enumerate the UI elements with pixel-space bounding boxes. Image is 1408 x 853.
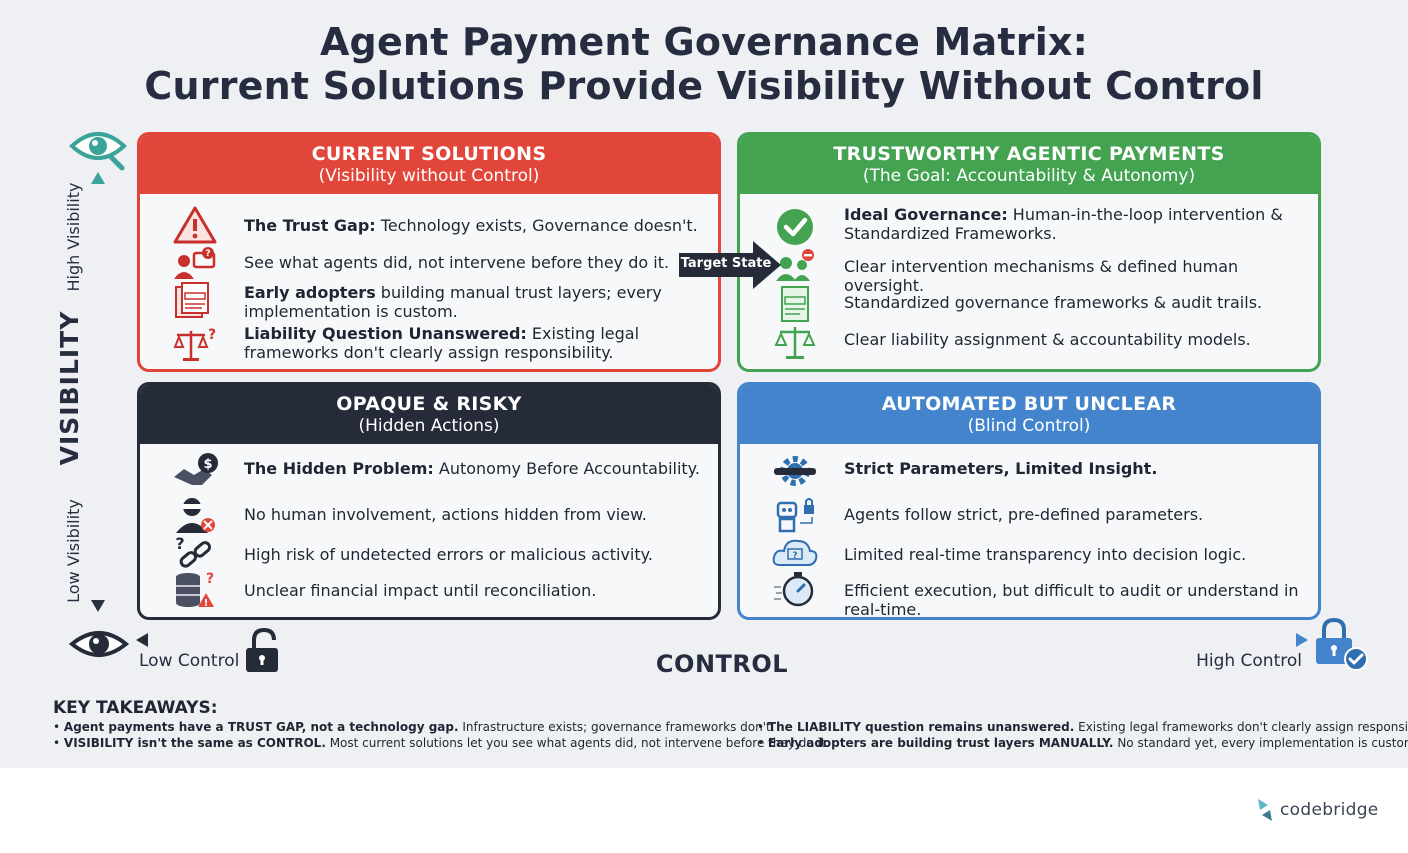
list-item: Ideal Governance: Human-in-the-loop inte…	[740, 203, 1318, 249]
locked-padlock-check-icon	[1316, 618, 1368, 671]
svg-text:?: ?	[208, 327, 216, 343]
key-takeaways-heading: KEY TAKEAWAYS:	[53, 698, 218, 718]
list-item: Early adopters building manual trust lay…	[140, 281, 718, 323]
unlocked-padlock-icon	[246, 628, 278, 672]
stopwatch-icon	[774, 572, 814, 607]
list-item-text: High risk of undetected errors or malici…	[244, 545, 653, 564]
list-item-text: Clear liability assignment & accountabil…	[844, 330, 1251, 349]
codebridge-logo-icon	[1258, 799, 1272, 821]
eye-closed-gaze-icon	[68, 631, 130, 657]
quadrant-subheading: (Visibility without Control)	[318, 166, 540, 186]
takeaway-item: • The LIABILITY question remains unanswe…	[757, 720, 1408, 734]
target-state-arrow	[679, 241, 781, 289]
quadrant-heading: AUTOMATED BUT UNCLEAR	[881, 393, 1177, 415]
quadrant-heading: OPAQUE & RISKY	[336, 393, 522, 415]
list-item-text: Ideal Governance: Human-in-the-loop inte…	[844, 205, 1283, 243]
control-axis-title: CONTROL	[655, 650, 789, 678]
page-title-line-1: Agent Payment Governance Matrix:	[319, 20, 1089, 64]
svg-text:?: ?	[792, 551, 797, 561]
quadrant-automated-but-unclear: AUTOMATED BUT UNCLEAR (Blind Control) St…	[737, 382, 1321, 620]
svg-text:$: $	[203, 457, 212, 472]
scales-question-icon: ?	[173, 327, 216, 361]
standard-document-icon	[781, 286, 809, 322]
cloud-question-icon: ?	[772, 539, 818, 566]
brand-name: codebridge	[1280, 800, 1379, 820]
takeaway-item: • Early adopters are building trust laye…	[757, 736, 1408, 750]
visibility-axis-title: VISIBILITY	[55, 310, 84, 466]
list-item-text: Unclear financial impact until reconcili…	[244, 581, 597, 600]
list-item-text: Efficient execution, but difficult to au…	[844, 581, 1299, 619]
quadrant-current-solutions: CURRENT SOLUTIONS (Visibility without Co…	[137, 132, 721, 372]
quadrant-trustworthy-agentic-payments: TRUSTWORTHY AGENTIC PAYMENTS (The Goal: …	[737, 132, 1321, 372]
quadrant-header: TRUSTWORTHY AGENTIC PAYMENTS (The Goal: …	[740, 135, 1318, 194]
target-state-label: Target State	[680, 256, 772, 271]
quadrant-opaque-risky: OPAQUE & RISKY (Hidden Actions) $ The Hi…	[137, 382, 721, 620]
list-item-text: Limited real-time transparency into deci…	[844, 545, 1247, 564]
quadrant-subheading: (Blind Control)	[967, 416, 1091, 436]
list-item: Agents follow strict, pre-defined parame…	[740, 495, 1318, 535]
svg-text:?: ?	[206, 571, 214, 587]
quadrant-header: OPAQUE & RISKY (Hidden Actions)	[140, 385, 718, 444]
human-oversight-icon	[776, 249, 814, 281]
takeaway-item: • Agent payments have a TRUST GAP, not a…	[53, 720, 775, 734]
eye-icon	[69, 132, 127, 171]
takeaway-item: • VISIBILITY isn't the same as CONTROL. …	[53, 736, 830, 750]
list-item-text: See what agents did, not intervene befor…	[244, 253, 670, 272]
list-item: Clear liability assignment & accountabil…	[740, 323, 1318, 363]
svg-text:?: ?	[175, 534, 184, 553]
quadrant-subheading: (Hidden Actions)	[358, 416, 500, 436]
control-axis-arrow	[136, 633, 1308, 647]
list-item-text: No human involvement, actions hidden fro…	[244, 505, 647, 524]
list-item-text: The Trust Gap: Technology exists, Govern…	[244, 216, 698, 235]
robot-lock-icon	[776, 498, 814, 533]
low-control-label: Low Control	[139, 651, 240, 671]
list-item-text: Agents follow strict, pre-defined parame…	[844, 505, 1204, 524]
visibility-axis-arrow	[91, 172, 105, 612]
manual-documents-icon	[175, 282, 209, 318]
database-warning-icon: ! ?	[176, 571, 214, 609]
page-title-line-2: Current Solutions Provide Visibility Wit…	[144, 64, 1264, 108]
svg-text:!: !	[204, 598, 209, 609]
quadrant-heading: TRUSTWORTHY AGENTIC PAYMENTS	[833, 143, 1225, 165]
list-item-text: Liability Question Unanswered: Existing …	[244, 324, 640, 362]
list-item-text: Clear intervention mechanisms & defined …	[844, 257, 1239, 295]
low-visibility-label: Low Visibility	[64, 499, 83, 603]
list-item: No human involvement, actions hidden fro…	[140, 495, 718, 535]
gear-blindfold-icon	[774, 456, 816, 486]
handshake-money-icon: $	[174, 453, 218, 485]
svg-text:?: ?	[205, 249, 210, 259]
quadrant-header: AUTOMATED BUT UNCLEAR (Blind Control)	[740, 385, 1318, 444]
list-item: Strict Parameters, Limited Insight.	[740, 449, 1318, 495]
list-item: $ The Hidden Problem: Autonomy Before Ac…	[140, 449, 718, 495]
warning-triangle-icon	[173, 206, 217, 244]
list-item-text: Strict Parameters, Limited Insight.	[844, 459, 1158, 478]
list-item-text: The Hidden Problem: Autonomy Before Acco…	[244, 459, 700, 478]
list-item: ? Liability Question Unanswered: Existin…	[140, 323, 718, 367]
list-item: ? Limited real-time transparency into de…	[740, 535, 1318, 571]
list-item: ? See what agents did, not intervene bef…	[140, 247, 718, 281]
list-item: ? High risk of undetected errors or mali…	[140, 534, 718, 571]
list-item: Efficient execution, but difficult to au…	[740, 571, 1318, 617]
quadrant-heading: CURRENT SOLUTIONS	[311, 143, 547, 165]
list-item: Clear intervention mechanisms & defined …	[740, 249, 1318, 295]
check-circle-icon	[777, 209, 813, 245]
user-monitor-icon: ?	[174, 247, 216, 279]
list-item-text: Early adopters building manual trust lay…	[244, 283, 662, 321]
list-item: ! ? Unclear financial impact until recon…	[140, 571, 718, 611]
scales-icon	[774, 327, 816, 359]
high-control-label: High Control	[1196, 651, 1302, 671]
quadrant-header: CURRENT SOLUTIONS (Visibility without Co…	[140, 135, 718, 194]
list-item: Standardized governance frameworks & aud…	[740, 285, 1318, 323]
quadrant-subheading: (The Goal: Accountability & Autonomy)	[862, 166, 1196, 186]
broken-link-icon: ?	[175, 534, 212, 568]
masked-agent-icon	[176, 498, 215, 533]
list-item-text: Standardized governance frameworks & aud…	[844, 293, 1263, 312]
list-item: The Trust Gap: Technology exists, Govern…	[140, 203, 718, 247]
